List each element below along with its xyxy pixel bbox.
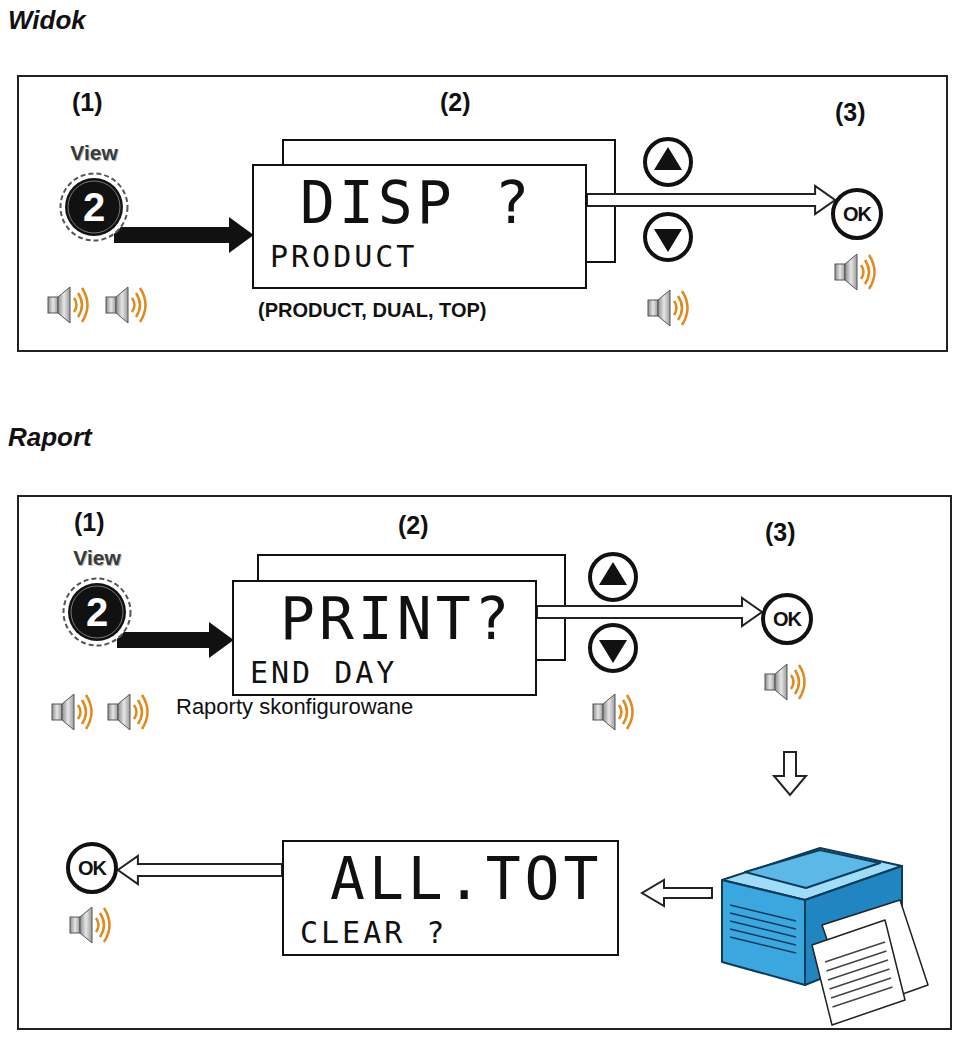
- section-heading: Widok: [8, 5, 86, 36]
- flow-arrow-solid: [118, 624, 232, 656]
- lcd-display: PRINT? END DAY: [232, 580, 537, 696]
- button-number: 2: [83, 187, 105, 227]
- lcd-main-line: DISP ?: [300, 174, 534, 232]
- lcd-sub-line: PRODUCT: [270, 242, 417, 272]
- step-number: (3): [835, 98, 866, 127]
- step-number: (1): [72, 88, 103, 117]
- lcd-display: DISP ? PRODUCT: [252, 164, 587, 289]
- step-number: (2): [398, 511, 429, 540]
- ok-button: OK: [761, 593, 813, 645]
- button-label: OK: [773, 609, 801, 629]
- button-caption: View: [70, 142, 117, 163]
- note-text: Raporty skonfigurowane: [176, 694, 413, 720]
- paper-line: [833, 987, 893, 1007]
- lcd-main-line: PRINT?: [280, 590, 514, 648]
- button-label: OK: [78, 858, 106, 878]
- option-list: (PRODUCT, DUAL, TOP): [258, 299, 487, 322]
- step-number: (2): [440, 88, 471, 117]
- paper-line: [827, 951, 887, 971]
- button-label: OK: [843, 204, 871, 224]
- lcd-sub-line: END DAY: [250, 658, 397, 688]
- paper-line: [830, 969, 890, 989]
- flow-arrow-hollow: [537, 598, 762, 626]
- section-heading: Raport: [8, 422, 92, 453]
- step-number: (1): [74, 508, 105, 537]
- button-caption: View: [73, 547, 120, 568]
- step-number: (3): [765, 518, 796, 547]
- lcd-main-line: ALL.TOT: [330, 850, 602, 908]
- button-number: 2: [86, 592, 108, 632]
- view-button: View2: [59, 172, 129, 242]
- view-button: View2: [62, 577, 132, 647]
- lcd-sub-line: CLEAR ?: [300, 918, 447, 948]
- paper-line: [825, 942, 885, 962]
- ok-button: OK: [66, 842, 118, 894]
- flow-arrow-solid: [115, 219, 252, 251]
- paper-line: [828, 960, 888, 980]
- flow-arrow-hollow: [587, 186, 835, 214]
- section-panel: RaportView2PRINT?END DAYOKALL.TOTCLEAR ?…: [17, 495, 952, 1030]
- ok-button: OK: [831, 188, 883, 240]
- flow-arrow-hollow: [118, 856, 282, 884]
- lcd-display: ALL.TOT CLEAR ?: [282, 840, 619, 956]
- paper-line: [831, 978, 891, 998]
